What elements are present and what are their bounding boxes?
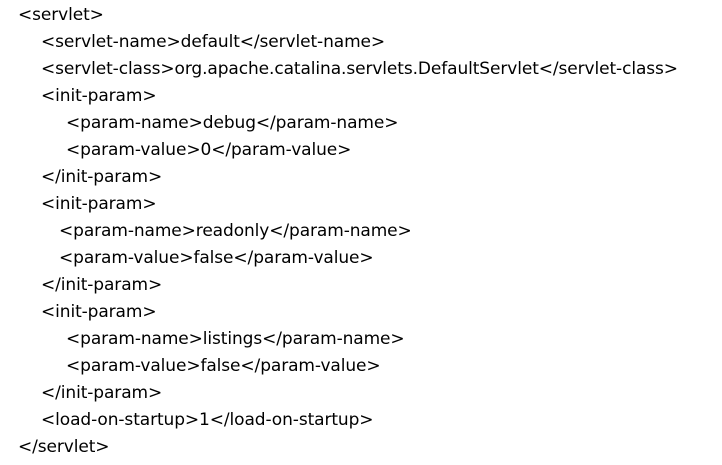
init-param-close-tag: </init-param> xyxy=(41,167,163,187)
servlet-name-line: <servlet-name>default</servlet-name> xyxy=(41,32,386,52)
param-value-line: <param-value>0</param-value> xyxy=(66,140,352,160)
init-param-open-tag: <init-param> xyxy=(41,86,157,106)
param-name-line: <param-name>debug</param-name> xyxy=(66,113,399,133)
param-name-line: <param-name>readonly</param-name> xyxy=(59,221,412,241)
init-param-close-tag: </init-param> xyxy=(41,383,163,403)
init-param-close-tag: </init-param> xyxy=(41,275,163,295)
param-value-line: <param-value>false</param-value> xyxy=(66,356,381,376)
servlet-open-tag: <servlet> xyxy=(18,5,104,25)
param-value-line: <param-value>false</param-value> xyxy=(59,248,374,268)
init-param-open-tag: <init-param> xyxy=(41,194,157,214)
load-on-startup-line: <load-on-startup>1</load-on-startup> xyxy=(41,410,374,430)
param-name-line: <param-name>listings</param-name> xyxy=(66,329,405,349)
servlet-class-line: <servlet-class>org.apache.catalina.servl… xyxy=(41,59,678,79)
init-param-open-tag: <init-param> xyxy=(41,302,157,322)
servlet-close-tag: </servlet> xyxy=(18,437,110,457)
